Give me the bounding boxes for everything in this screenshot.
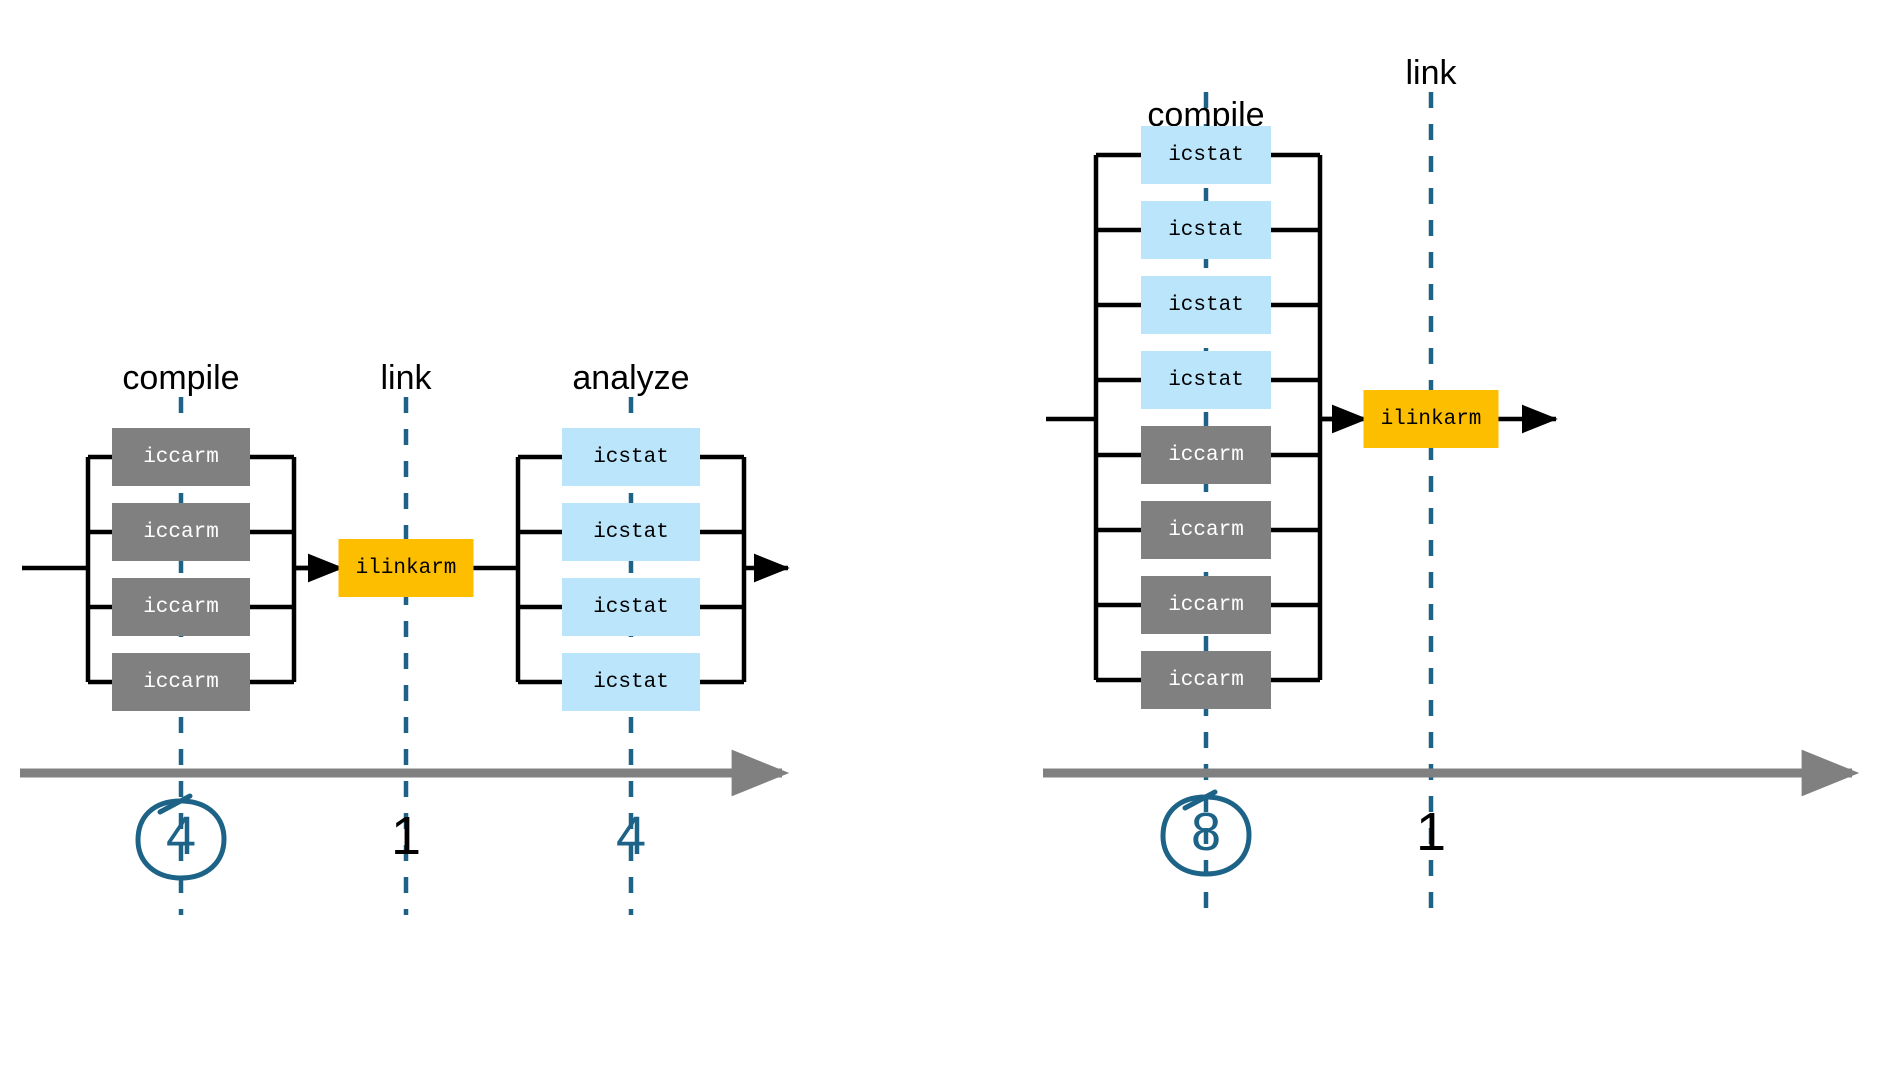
process-box-ilinkarm[interactable]: ilinkarm (1363, 390, 1499, 448)
left-analyze-bracket (472, 454, 747, 685)
axis-count-left-compile: 4 (165, 806, 197, 866)
axis-count-right-link: 1 (1415, 802, 1447, 862)
process-box-iccarm[interactable]: iccarm (1141, 651, 1271, 709)
process-box-icstat[interactable]: icstat (562, 578, 700, 636)
process-box-iccarm[interactable]: iccarm (1141, 501, 1271, 559)
right-link-stage-label: link (1405, 54, 1457, 92)
process-box-icstat[interactable]: icstat (562, 653, 700, 711)
process-box-iccarm[interactable]: iccarm (1141, 576, 1271, 634)
process-box-icstat[interactable]: icstat (1141, 276, 1271, 334)
left-compile-stage-label: compile (122, 359, 240, 397)
process-box-icstat[interactable]: icstat (562, 428, 700, 486)
left-link-stage-label: link (380, 359, 432, 397)
process-box-icstat[interactable]: icstat (1141, 126, 1271, 184)
process-box-icstat[interactable]: icstat (562, 503, 700, 561)
process-box-iccarm[interactable]: iccarm (112, 653, 250, 711)
right-compile-count-circle-icon (1160, 789, 1252, 877)
process-box-iccarm[interactable]: iccarm (112, 428, 250, 486)
left-compile-count-circle-icon (135, 793, 227, 881)
process-box-icstat[interactable]: icstat (1141, 351, 1271, 409)
axis-count-left-link: 1 (390, 806, 422, 866)
axis-count-left-analyze: 4 (615, 806, 647, 866)
process-box-iccarm[interactable]: iccarm (1141, 426, 1271, 484)
left-analyze-stage-label: analyze (572, 359, 690, 397)
process-box-iccarm[interactable]: iccarm (112, 503, 250, 561)
process-box-iccarm[interactable]: iccarm (112, 578, 250, 636)
process-box-icstat[interactable]: icstat (1141, 201, 1271, 259)
process-box-ilinkarm[interactable]: ilinkarm (338, 539, 474, 597)
axis-count-right-compile-analyze: 8 (1190, 802, 1222, 862)
